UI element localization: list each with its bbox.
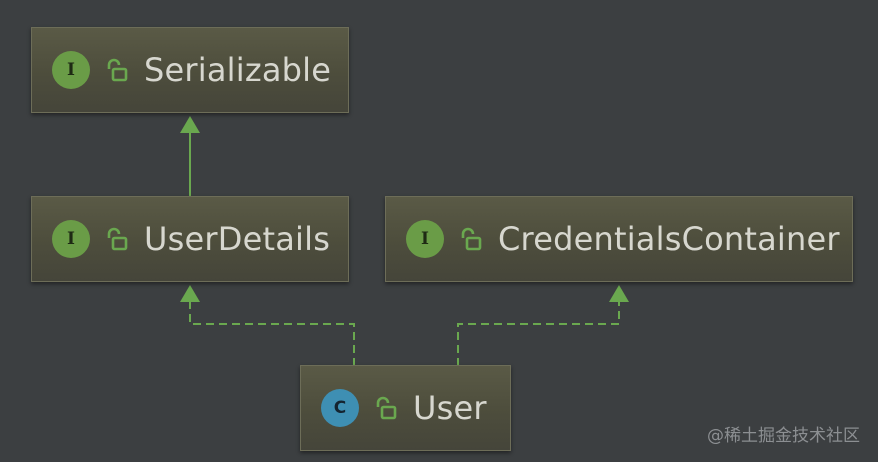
node-label: User [413, 389, 487, 427]
edge-userdetails-extends-serializable [180, 116, 200, 196]
class-icon: C [321, 389, 359, 427]
interface-icon: I [52, 51, 90, 89]
unlocked-icon [107, 227, 128, 251]
node-label: UserDetails [144, 220, 331, 258]
node-userdetails[interactable]: I UserDetails [31, 196, 349, 282]
edge-user-implements-credentialscontainer [457, 285, 629, 366]
node-label: CredentialsContainer [498, 220, 840, 258]
unlocked-icon [461, 227, 482, 251]
edge-user-implements-userdetails [180, 285, 355, 366]
unlocked-icon [107, 58, 128, 82]
interface-icon: I [52, 220, 90, 258]
node-serializable[interactable]: I Serializable [31, 27, 349, 113]
node-user[interactable]: C User [300, 365, 511, 451]
interface-icon: I [406, 220, 444, 258]
watermark: @稀土掘金技术社区 [707, 426, 860, 446]
node-label: Serializable [144, 51, 332, 89]
node-credentialscontainer[interactable]: I CredentialsContainer [385, 196, 853, 282]
unlocked-icon [376, 396, 397, 420]
